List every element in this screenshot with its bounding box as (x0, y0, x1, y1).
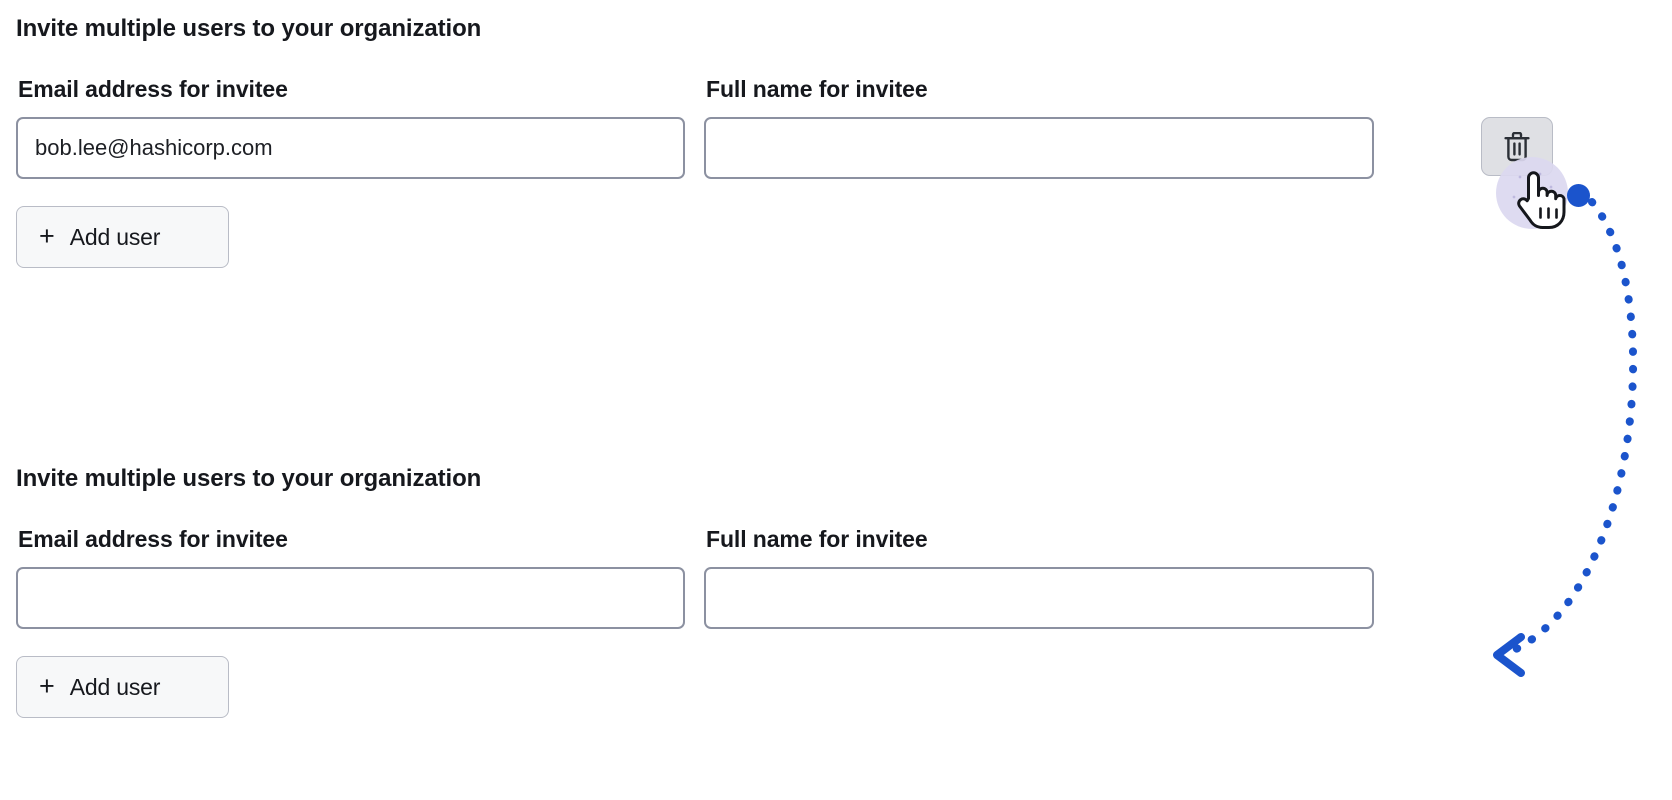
fullname-field-label-2: Full name for invitee (706, 526, 928, 552)
delete-row-button[interactable] (1481, 117, 1553, 176)
add-user-label: Add user (69, 223, 161, 250)
email-field-label-2: Email address for invitee (18, 526, 288, 552)
email-field-group: Email address for invitee (16, 75, 685, 179)
fullname-input[interactable] (704, 117, 1374, 179)
fullname-field-group: Full name for invitee (704, 75, 1374, 179)
plus-icon: + (39, 220, 55, 251)
page-title: Invite multiple users to your organizati… (16, 15, 482, 42)
add-user-button[interactable]: + Add user (16, 206, 229, 268)
invite-row-2: Email address for invitee Full name for … (16, 525, 1374, 629)
plus-icon-2: + (39, 670, 55, 701)
invite-row-1: Email address for invitee Full name for … (16, 75, 1553, 179)
fullname-field-group-2: Full name for invitee (704, 525, 1374, 629)
email-input-2[interactable] (16, 567, 685, 629)
add-user-button-2[interactable]: + Add user (16, 656, 229, 718)
add-user-label-2: Add user (69, 673, 161, 700)
invite-section-1: Invite multiple users to your organizati… (16, 14, 1553, 268)
email-input[interactable] (16, 117, 685, 179)
page-title-2: Invite multiple users to your organizati… (16, 465, 482, 492)
pointing-hand-cursor-icon (1516, 168, 1568, 235)
email-field-label: Email address for invitee (18, 76, 288, 102)
trash-icon (1503, 131, 1531, 162)
action-start-dot (1567, 184, 1590, 207)
email-field-group-2: Email address for invitee (16, 525, 685, 629)
invite-section-2: Invite multiple users to your organizati… (16, 464, 1374, 718)
fullname-field-label: Full name for invitee (706, 76, 928, 102)
fullname-input-2[interactable] (704, 567, 1374, 629)
